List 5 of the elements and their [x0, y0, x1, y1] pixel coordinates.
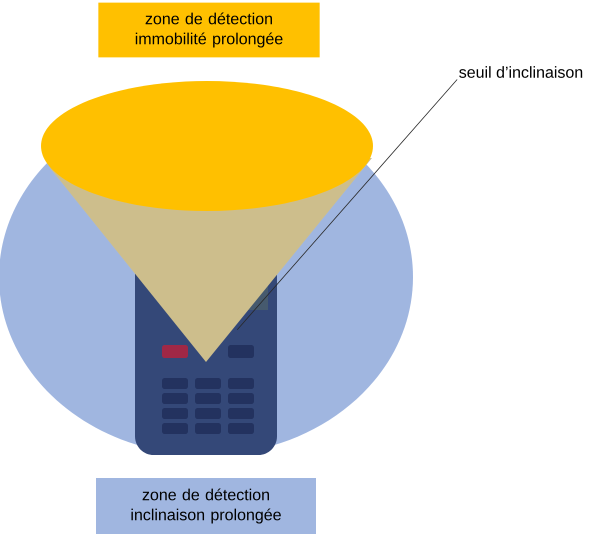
label-box: zone de détection immobilité prolongée — [98, 2, 320, 58]
label-box: zone de détection inclinaison prolongée — [96, 478, 316, 534]
detection-cone-drawing — [41, 81, 373, 362]
threshold-label: seuil d’inclinaison — [459, 66, 582, 78]
leader-line — [236, 79, 458, 330]
